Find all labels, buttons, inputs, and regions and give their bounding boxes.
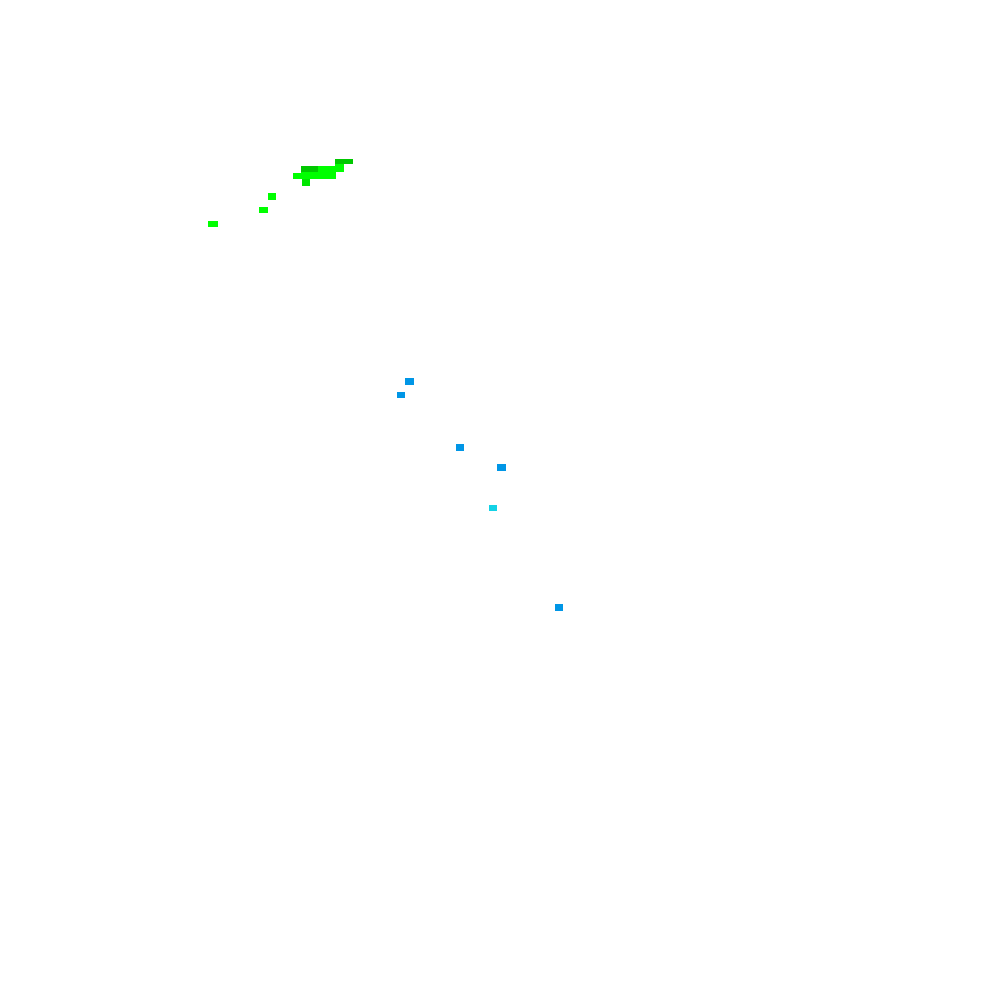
green-pixel bbox=[318, 166, 336, 172]
green-pixel bbox=[302, 179, 310, 186]
green-pixel bbox=[208, 221, 218, 227]
blue-pixel bbox=[405, 378, 414, 385]
green-pixel bbox=[259, 207, 268, 213]
blue-pixel bbox=[497, 464, 506, 471]
blue-pixel-scatter bbox=[397, 378, 563, 611]
green-pixel bbox=[301, 172, 336, 179]
green-pixel-cluster bbox=[208, 159, 353, 227]
green-pixel bbox=[335, 159, 353, 164]
green-pixel bbox=[293, 173, 302, 179]
green-pixel bbox=[335, 164, 344, 172]
green-pixel bbox=[268, 193, 276, 200]
blue-pixel bbox=[555, 604, 563, 611]
blue-pixel bbox=[456, 444, 464, 451]
green-pixel bbox=[301, 166, 321, 172]
cyan-pixel bbox=[489, 505, 497, 511]
blue-pixel bbox=[397, 392, 405, 398]
